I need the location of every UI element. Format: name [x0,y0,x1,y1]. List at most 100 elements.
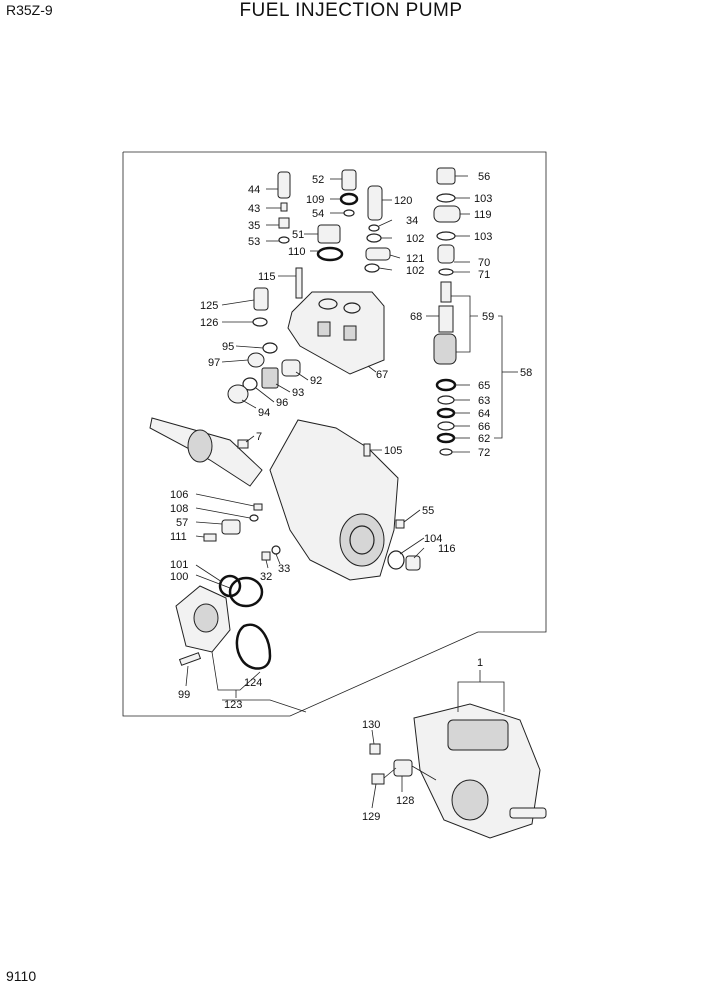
callout-97: 97 [208,357,220,369]
callout-103-b: 103 [474,231,492,243]
part-66 [437,421,455,431]
part-71 [438,268,454,276]
part-44 [277,171,291,199]
part-124 [235,623,272,670]
part-65 [435,378,457,392]
callout-92: 92 [310,375,322,387]
callout-43: 43 [248,203,260,215]
callout-108: 108 [170,503,188,515]
part-34 [368,224,380,232]
callout-72: 72 [478,447,490,459]
callout-63: 63 [478,395,490,407]
callout-1: 1 [477,657,483,669]
part-123 [175,585,231,653]
part-70 [437,244,455,264]
part-109 [339,192,359,206]
part-102-b [364,263,380,273]
part-116 [405,555,421,571]
part-130 [369,743,381,755]
callout-34: 34 [406,215,418,227]
callout-109: 109 [306,194,324,206]
part-63 [437,395,455,405]
callout-130: 130 [362,719,380,731]
callout-67: 67 [376,369,388,381]
callout-102-a: 102 [406,233,424,245]
part-121 [365,247,391,261]
part-54 [343,209,355,217]
part-95 [262,342,278,354]
callout-116: 116 [438,543,456,555]
part-103-a [436,193,456,203]
part-100 [228,576,264,608]
part-120 [367,185,383,221]
part-59 [433,281,457,365]
callout-44: 44 [248,184,260,196]
callout-115: 115 [258,271,276,283]
callout-57: 57 [176,517,188,529]
part-51 [317,224,341,244]
callout-110: 110 [288,246,306,258]
callout-124: 124 [244,677,262,689]
callout-35: 35 [248,220,260,232]
callout-102-b: 102 [406,265,424,277]
part-1-assembly [413,703,547,839]
callout-32: 32 [260,571,272,583]
callout-111: 111 [170,531,187,543]
part-115 [295,267,303,299]
part-110 [316,246,344,262]
callout-103-a: 103 [474,193,492,205]
callout-68: 68 [410,311,422,323]
camshaft [149,417,263,487]
callout-62: 62 [478,433,490,445]
part-105 [363,443,371,457]
part-7 [237,439,249,449]
part-62 [436,432,456,444]
part-106 [253,503,263,511]
callout-58: 58 [520,367,532,379]
part-104 [387,550,405,570]
callout-66: 66 [478,421,490,433]
part-108 [249,514,259,522]
callout-59: 59 [482,311,494,323]
callout-54: 54 [312,208,324,220]
part-43 [280,202,288,212]
callout-106: 106 [170,489,188,501]
part-119 [433,205,461,223]
part-57 [221,519,241,535]
part-53 [278,236,290,244]
part-111 [203,533,217,542]
callout-105: 105 [384,445,402,457]
part-102-a [366,233,382,243]
part-103-b [436,231,456,241]
part-128 [393,759,413,777]
callout-95: 95 [222,341,234,353]
callout-96: 96 [276,397,288,409]
part-67 [287,291,385,375]
pump-body [269,419,399,581]
callout-126: 126 [200,317,218,329]
callout-33: 33 [278,563,290,575]
part-97 [247,352,265,368]
part-126 [252,317,268,327]
part-35 [278,217,290,229]
part-92 [281,359,301,377]
model-code: R35Z-9 [6,2,53,18]
part-94 [227,384,249,404]
callout-99: 99 [178,689,190,701]
leader-lines [185,175,518,809]
page-title: FUEL INJECTION PUMP [239,0,463,21]
part-96 [242,377,258,391]
callout-labels: 44 43 35 53 52 109 54 51 110 120 34 102 … [170,171,532,823]
callout-71: 71 [478,269,490,281]
callout-101: 101 [170,559,188,571]
part-64 [436,407,456,419]
callout-7: 7 [256,431,262,443]
callout-53: 53 [248,236,260,248]
callout-120: 120 [394,195,412,207]
callout-52: 52 [312,174,324,186]
callout-65: 65 [478,380,490,392]
callout-51: 51 [292,229,304,241]
callout-123: 123 [224,699,242,711]
callout-56: 56 [478,171,490,183]
